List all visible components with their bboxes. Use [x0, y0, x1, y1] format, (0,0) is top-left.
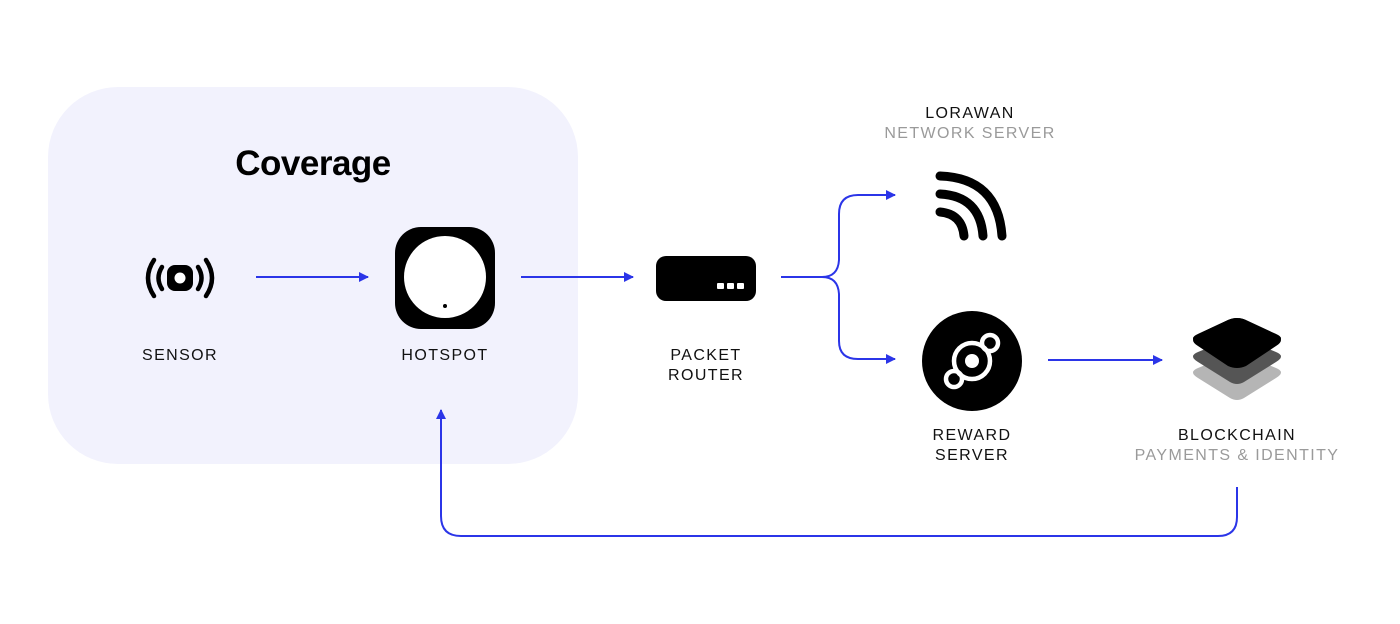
sensor-broadcast-icon	[145, 257, 215, 299]
stacked-layers-icon	[1193, 318, 1281, 400]
reward-server-label: REWARD SERVER	[912, 426, 1032, 466]
packet-router-label: PACKET ROUTER	[646, 346, 766, 386]
hotspot-label: HOTSPOT	[401, 347, 489, 364]
packet-router-label-line2: ROUTER	[668, 367, 744, 384]
edge-router-to-lorawan	[821, 190, 896, 278]
coverage-title: Coverage	[235, 144, 391, 183]
lorawan-label-title: LORAWAN	[925, 105, 1015, 122]
router-device-icon	[656, 256, 756, 301]
sensor-label: SENSOR	[142, 347, 218, 364]
wireless-signal-icon	[935, 171, 1007, 241]
blockchain-label: BLOCKCHAIN PAYMENTS & IDENTITY	[1127, 426, 1347, 466]
packet-router-label-line1: PACKET	[670, 347, 742, 364]
lorawan-label: LORAWAN NETWORK SERVER	[870, 104, 1070, 144]
hotspot-device-icon	[395, 227, 495, 329]
reward-server-label-line1: REWARD	[932, 427, 1012, 444]
edge-blockchain-to-hotspot	[436, 409, 1238, 537]
blockchain-label-subtitle: PAYMENTS & IDENTITY	[1134, 447, 1340, 464]
blockchain-label-title: BLOCKCHAIN	[1177, 427, 1297, 444]
edge-router-to-reward	[821, 276, 896, 364]
lorawan-label-subtitle: NETWORK SERVER	[884, 125, 1056, 142]
helium-logo-icon	[922, 311, 1022, 411]
reward-server-label-line2: SERVER	[935, 447, 1009, 464]
